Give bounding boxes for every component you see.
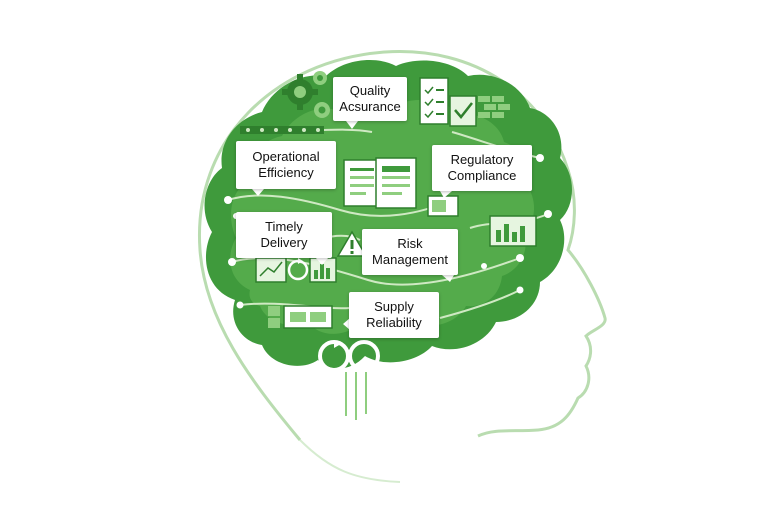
gear-icon xyxy=(313,71,327,85)
cycle-arrows-icon xyxy=(318,340,380,372)
label-line: Compliance xyxy=(447,168,517,183)
label-line: Reliability xyxy=(366,315,422,330)
label-line: Efficiency xyxy=(258,165,314,180)
label-supply-reliability: Supply Reliability xyxy=(349,292,439,338)
brick-blocks xyxy=(478,96,510,118)
chart-icon xyxy=(489,215,537,247)
chart-icon xyxy=(255,257,287,283)
conveyor-strip xyxy=(240,126,324,134)
label-line: Acsurance xyxy=(339,99,401,114)
label-line: Timely xyxy=(265,219,303,234)
checklist-icon xyxy=(419,77,449,125)
gear-icon xyxy=(282,74,318,110)
label-line: Delivery xyxy=(260,235,308,250)
label-line: Regulatory xyxy=(450,152,514,167)
conveyor-rollers xyxy=(246,128,320,132)
checkmark-card-icon xyxy=(449,95,477,127)
cycle-arrows-icon xyxy=(287,258,309,281)
label-pointers xyxy=(252,121,454,330)
label-regulatory-compliance: Regulatory Compliance xyxy=(432,145,532,191)
label-operational-efficiency: Operational Efficiency xyxy=(236,141,336,189)
head-outline xyxy=(197,50,607,441)
label-line: Quality xyxy=(349,83,391,98)
monitor-icon xyxy=(427,195,459,217)
truck-icon xyxy=(283,305,333,329)
gear-icon xyxy=(314,102,330,118)
label-quality-assurance: Quality Acsurance xyxy=(333,77,407,121)
document-icon xyxy=(343,159,381,207)
label-line: Management xyxy=(372,252,448,267)
brain-stem xyxy=(345,372,367,420)
document-icon xyxy=(375,157,417,209)
neck-line xyxy=(299,439,401,483)
warning-icon xyxy=(336,230,368,257)
label-line: Supply xyxy=(374,299,414,314)
label-line: Operational xyxy=(252,149,320,164)
label-line: Risk xyxy=(397,236,423,251)
box-stack xyxy=(268,306,280,328)
label-risk-management: Risk Management xyxy=(362,229,458,275)
label-timely-delivery: Timely Delivery xyxy=(236,212,332,258)
